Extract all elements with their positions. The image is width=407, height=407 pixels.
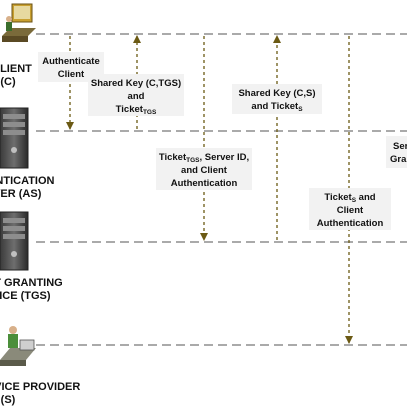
client-label-line2: (C) — [0, 76, 16, 88]
tgs-label-line2: SERVICE (TGS) — [0, 290, 51, 302]
msg-ticket-tgs-line1: TicketTGS, Server ID, — [159, 152, 249, 164]
msg-shared-key-tgs-line2: and — [128, 91, 145, 102]
workstation-icon — [0, 326, 36, 366]
msg-ticket-tgs-line3: Authentication — [171, 178, 238, 189]
msg-shared-key-tgs-line3: TicketTGS — [116, 104, 157, 116]
as-label-line1: AUTHENTICATION — [0, 175, 55, 187]
message-arrows — [66, 35, 353, 344]
server-tower-icon — [0, 107, 29, 169]
as-label-line2: SERVER (AS) — [0, 188, 42, 200]
msg-authenticate-line2: Client — [58, 69, 85, 80]
msg-ticket-s-line2: Client — [337, 205, 364, 216]
tgs-label-line1: TICKET GRANTING — [0, 277, 63, 289]
msg-shared-key-s-line1: Shared Key (C,S) — [238, 88, 315, 99]
message-labels: Authenticate Client Shared Key (C,TGS) a… — [38, 52, 407, 230]
workstation-icon — [2, 3, 36, 42]
msg-ticket-s-line3: Authentication — [317, 218, 384, 229]
client-label-line1: CLIENT — [0, 63, 32, 75]
msg-ticket-s-line1: TicketS and — [324, 192, 375, 204]
msg-service-grant-line1: Ser — [393, 141, 407, 152]
msg-shared-key-s-line2: and TicketS — [251, 101, 303, 113]
server-tower-icon — [0, 211, 29, 271]
sp-label-line1: SERVICE PROVIDER — [0, 381, 80, 393]
msg-ticket-tgs-line2: and Client — [181, 165, 228, 176]
sp-label-line2: (S) — [1, 394, 16, 406]
entity-labels: CLIENT (C) AUTHENTICATION SERVER (AS) TI… — [0, 63, 80, 406]
lifelines — [36, 33, 407, 346]
msg-service-grant-line2: Gra — [390, 154, 407, 165]
msg-authenticate-line1: Authenticate — [42, 56, 100, 67]
msg-shared-key-tgs-line1: Shared Key (C,TGS) — [91, 78, 181, 89]
